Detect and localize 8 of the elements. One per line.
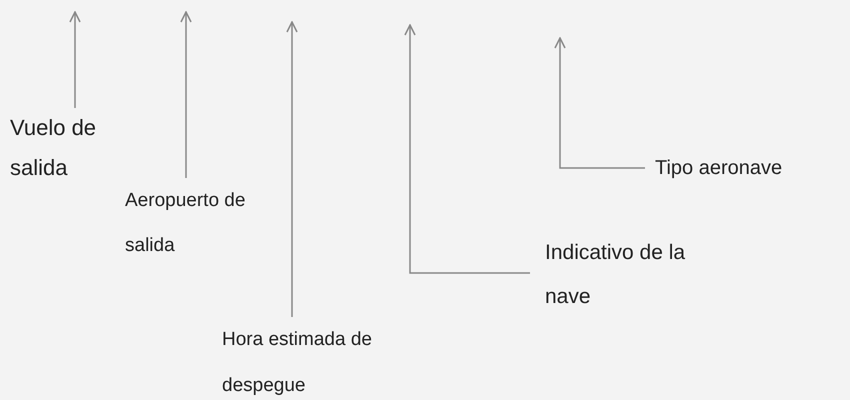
- leader-line: [180, 11, 192, 178]
- callout-label: Indicativo de la nave: [530, 231, 695, 319]
- leader-line: [404, 24, 530, 274]
- leader-line: [286, 21, 298, 317]
- leader-line: [69, 11, 81, 108]
- callout-label: Hora estimada de despegue: [222, 317, 372, 400]
- leader-line: [554, 37, 645, 169]
- callout-label: Tipo aeronave: [645, 153, 845, 183]
